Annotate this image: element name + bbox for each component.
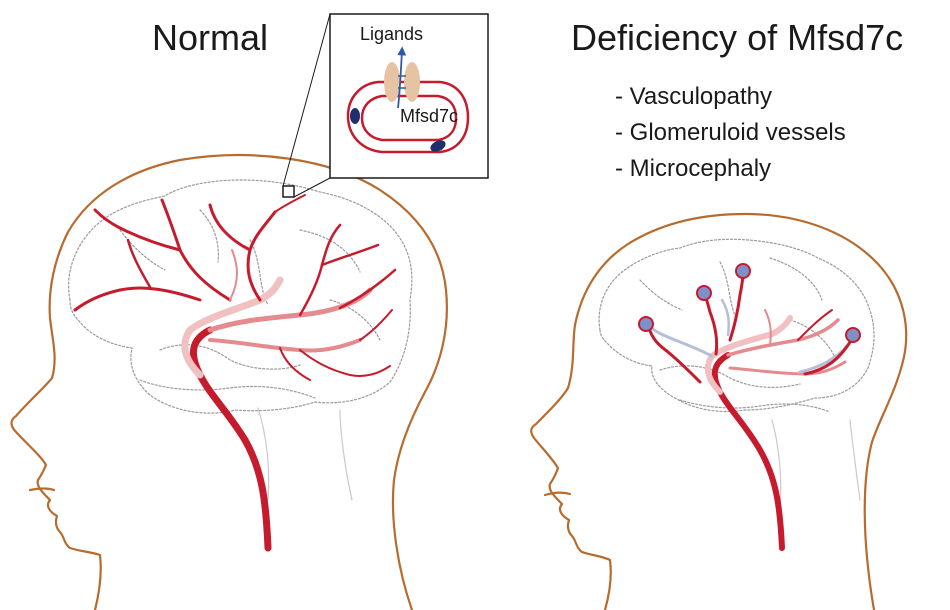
deficiency-vessel-to-tuft-2-pale	[722, 300, 729, 335]
ligands-label: Ligands	[360, 24, 423, 44]
deficiency-vessel-to-tuft-1	[648, 325, 700, 382]
deficiency-vessel-to-tuft-1-pale	[648, 325, 712, 356]
inset-panel: Ligands Mfsd7c	[330, 14, 488, 178]
normal-vessel-branch-10	[300, 350, 390, 376]
normal-title: Normal	[152, 17, 268, 58]
glomeruloid-tuft	[697, 286, 711, 300]
normal-vessel-branch-5	[75, 288, 200, 310]
zoom-marker	[283, 186, 294, 197]
glomeruloid-tuft	[639, 317, 653, 331]
normal-vessel-branch-13	[230, 250, 237, 300]
normal-carotid	[193, 330, 268, 548]
zoom-line-bottom	[294, 178, 330, 197]
mfsd7c-label: Mfsd7c	[400, 106, 458, 126]
normal-vessel-branch-2	[210, 205, 250, 250]
normal-vessel-branch-14	[360, 310, 392, 340]
normal-vessel-branch-8	[322, 245, 378, 265]
deficiency-vessel-branch-small-2	[765, 310, 771, 345]
deficiency-vessel-to-tuft-2	[705, 294, 717, 354]
symptom-microcephaly: - Microcephaly	[615, 155, 771, 182]
normal-vessel-branch-11	[280, 348, 310, 380]
ligand-blob-left	[384, 62, 400, 102]
deficiency-sulcus-3	[770, 258, 822, 300]
normal-sulcus-3	[300, 230, 360, 272]
endothelial-nucleus-left	[350, 108, 360, 124]
deficiency-sulcus-2	[720, 262, 736, 318]
normal-vessel-branch-3	[162, 200, 230, 300]
normal-sulcus-5	[120, 230, 165, 270]
deficiency-neck-line-2	[850, 420, 860, 500]
normal-vessel-main-2	[210, 340, 360, 351]
deficiency-mouth	[545, 493, 570, 495]
normal-head-outline	[12, 155, 447, 610]
normal-sulcus-7	[140, 380, 315, 398]
glomeruloid-tuft	[846, 328, 860, 342]
symptom-glomeruloid-vessels: - Glomeruloid vessels	[615, 119, 846, 146]
deficiency-carotid-upper	[708, 318, 790, 392]
deficiency-title: Deficiency of Mfsd7c	[571, 17, 903, 58]
deficiency-head-outline	[531, 214, 906, 610]
ligand-blob-right	[404, 62, 420, 102]
zoom-line-top	[283, 14, 330, 186]
deficiency-carotid	[715, 355, 782, 548]
symptom-vasculopathy: - Vasculopathy	[615, 83, 772, 110]
glomeruloid-tuft	[736, 264, 750, 278]
normal-neck-line-2	[340, 410, 352, 500]
deficiency-panel: Deficiency of Mfsd7c - Vasculopathy - Gl…	[531, 17, 906, 610]
deficiency-sulcus-5	[640, 280, 682, 310]
normal-vessel-branch-6	[128, 240, 150, 287]
deficiency-sulcus-6	[680, 400, 830, 412]
